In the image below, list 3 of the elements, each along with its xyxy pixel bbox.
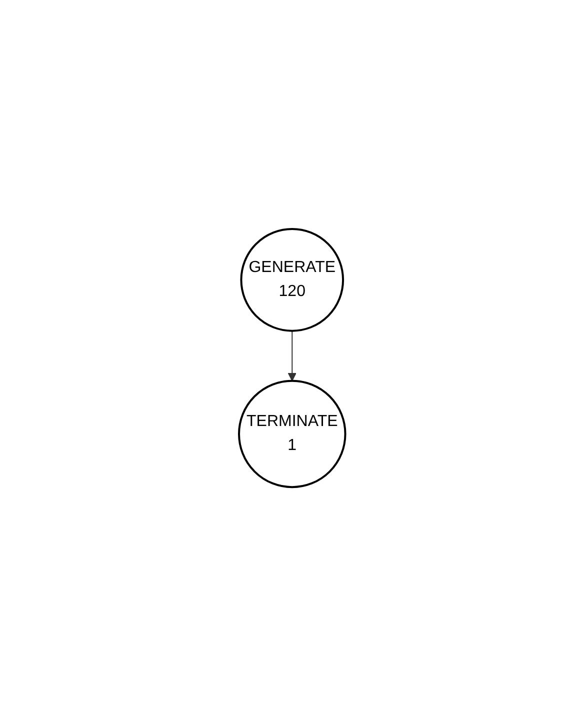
node-circle: TERMINATE 1 — [238, 380, 347, 489]
arrow — [288, 330, 297, 382]
node-circle: GENERATE 120 — [240, 228, 344, 332]
